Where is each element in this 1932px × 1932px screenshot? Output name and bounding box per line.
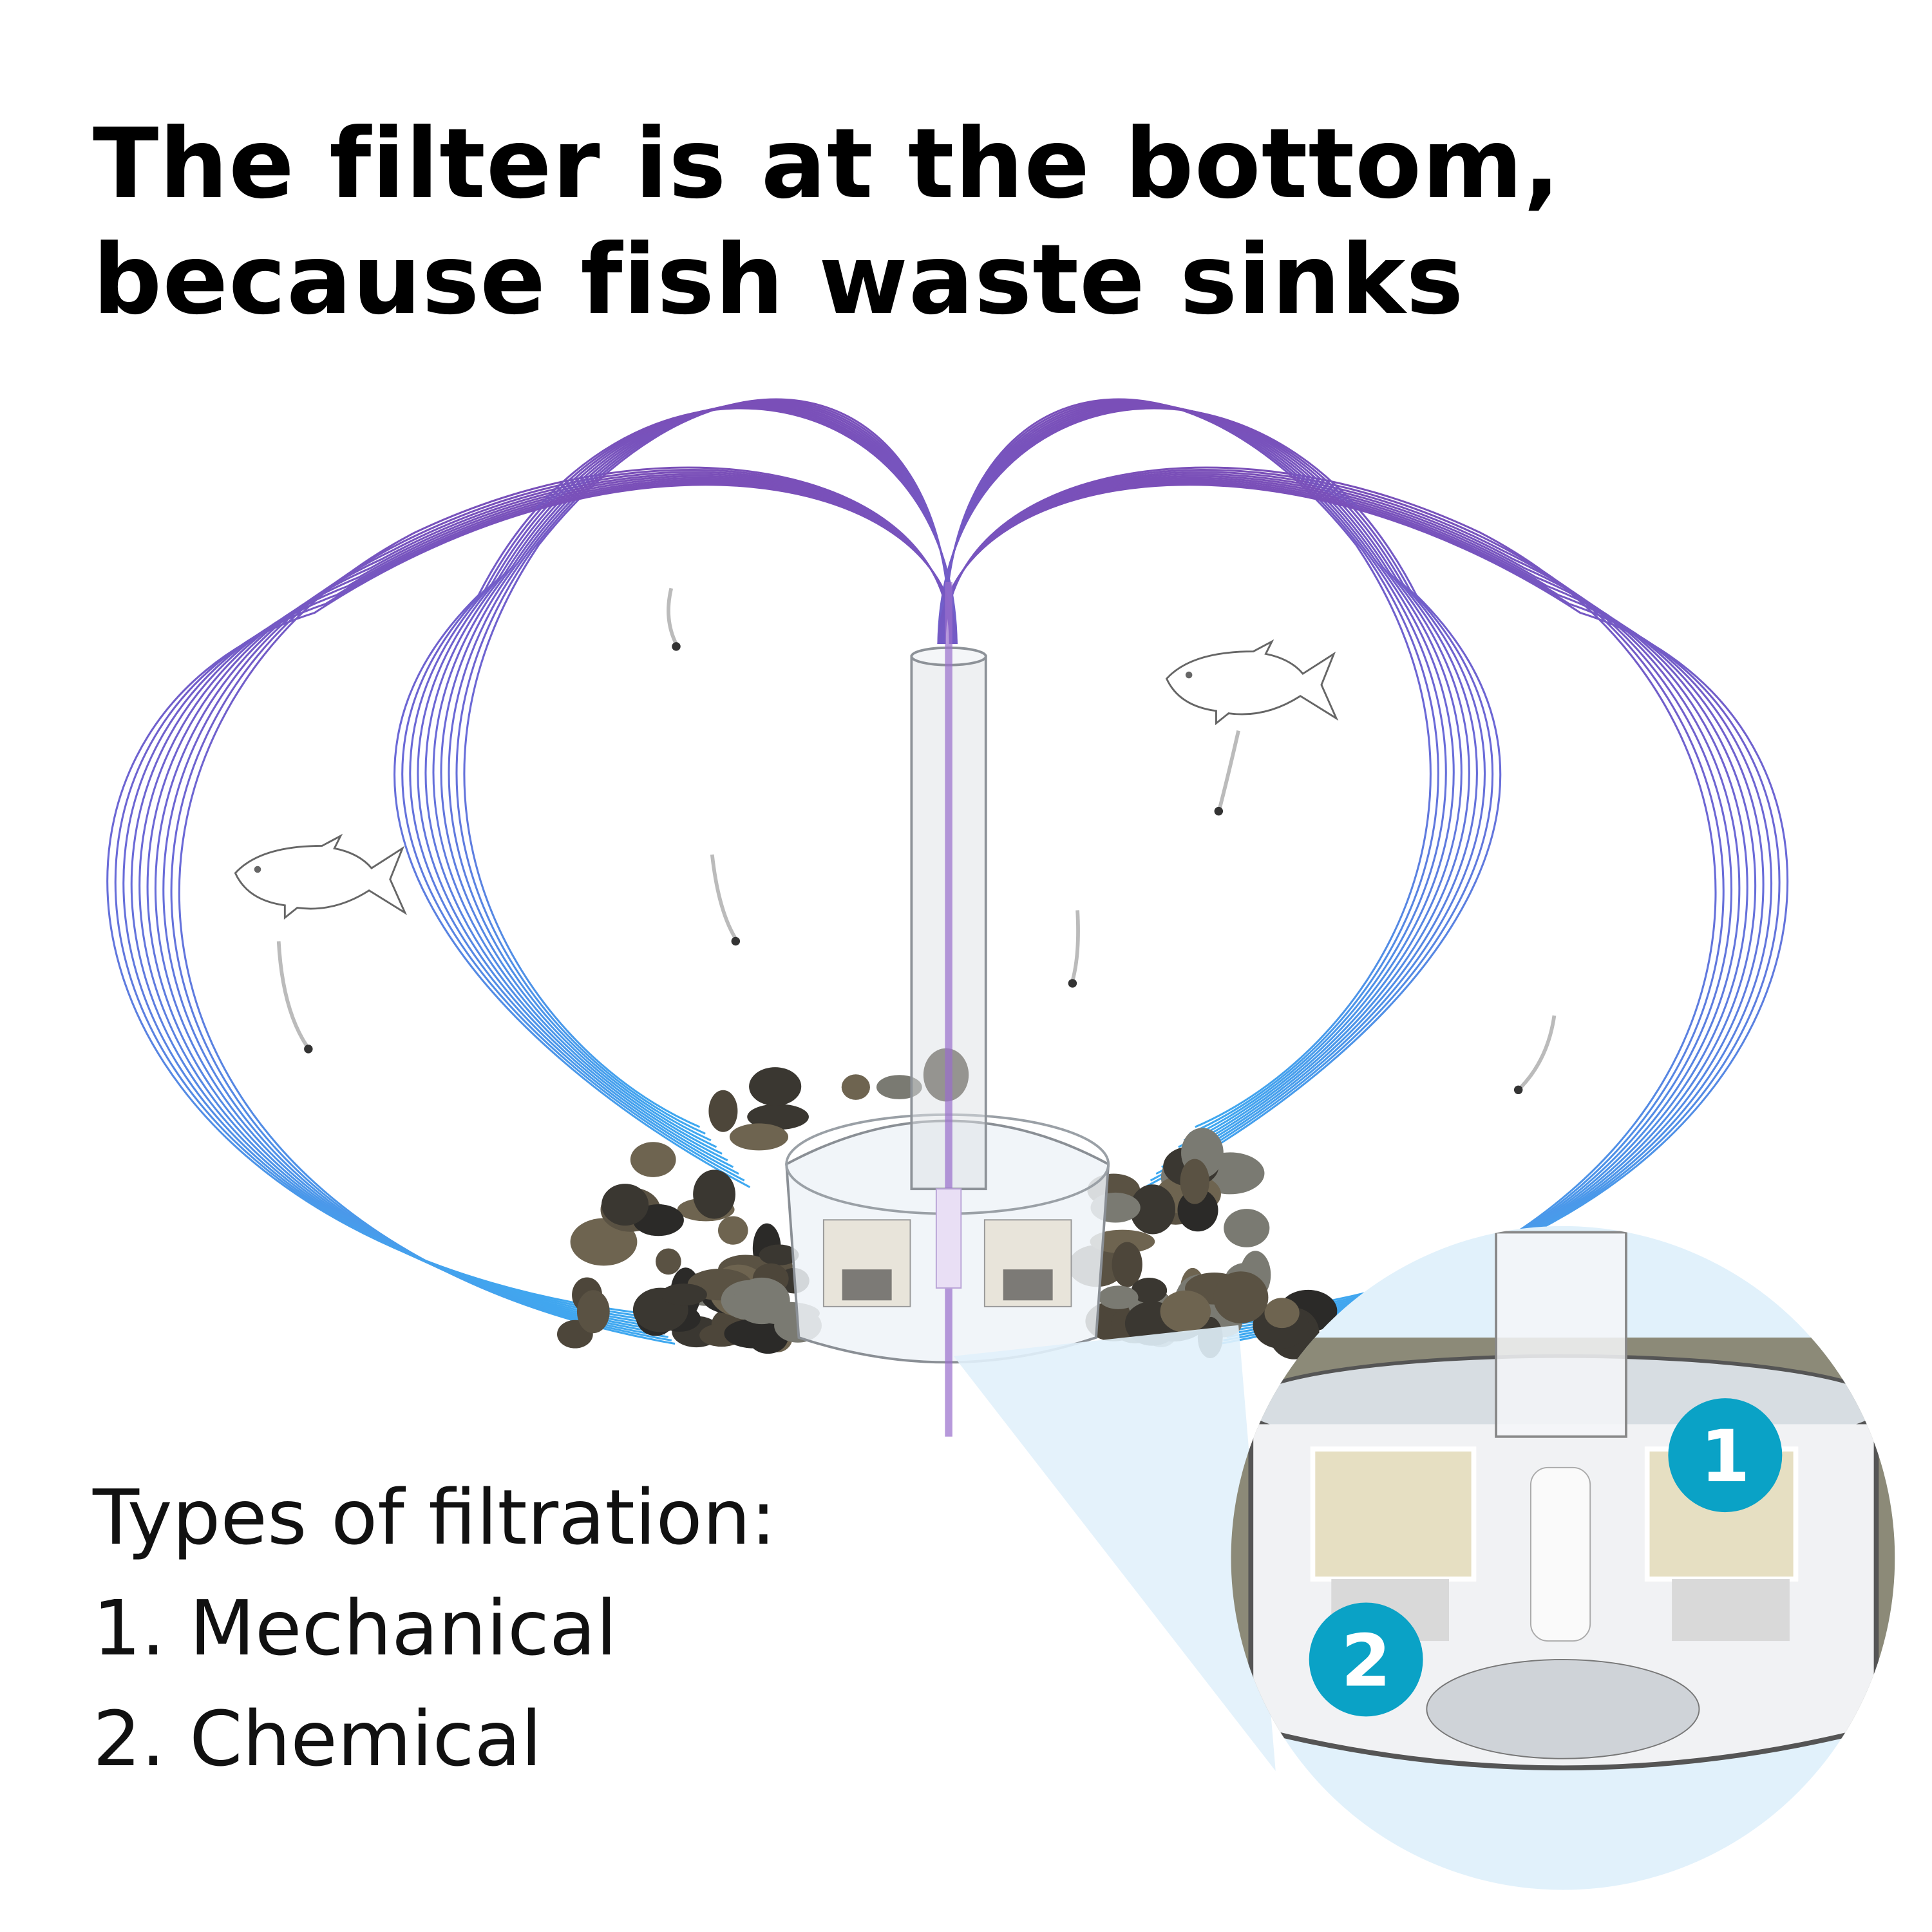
waste-particle-trail [667,587,678,645]
waste-particle-icon [1214,806,1224,816]
flow-line [455,399,952,1135]
flow-line [943,398,1432,1128]
flow-line [448,400,952,1142]
flow-line [417,404,956,1168]
flow-line [432,402,954,1155]
filtration-item-chemical: 2. Chemical [93,1694,542,1783]
rock [1180,1159,1209,1204]
flow-line [937,484,1788,1315]
badge-mechanical: 1 [1668,1398,1783,1513]
rock [630,1142,676,1177]
waste-particle-trail [710,854,737,940]
badge-label: 2 [1341,1619,1391,1703]
flow-line [942,401,1455,1148]
rock [601,1184,649,1226]
title-line-2: because fish waste sinks [93,224,1464,336]
flow-line [138,477,955,1329]
flow-line [178,466,951,1345]
rock [841,1074,870,1100]
waste-particle-trail [276,941,309,1048]
waste-particle-trail [1218,730,1240,808]
filtration-title: Types of filtration: [93,1473,777,1562]
flow-line [440,401,954,1148]
rock [729,1123,789,1151]
flow-line [939,404,1478,1168]
waste-particle-icon [1068,979,1077,988]
waste-particle-trail [1519,1015,1557,1089]
flow-line [409,405,956,1175]
waste-particle-icon [672,642,681,651]
filtration-types: Types of filtration: 1. Mechanical 2. Ch… [93,1462,776,1794]
rock [656,1248,681,1275]
waste-particles [276,587,1557,1095]
water-flow-lines [106,398,1788,1345]
filter-detail-inset: 1 2 [953,1226,1895,1890]
flow-line [940,477,1757,1329]
rock [1131,1278,1168,1303]
flow-line [942,400,1447,1142]
rock [1160,1290,1211,1333]
flow-line [940,403,1470,1162]
rock [1090,1229,1155,1254]
fish-icon [1165,639,1339,726]
flow-line [130,478,956,1325]
rock [1130,1184,1175,1235]
page-title: The filter is at the bottom, because fis… [93,106,1560,338]
flow-line [938,406,1493,1182]
fish-icon [234,833,408,920]
rock [1098,1285,1139,1309]
flow-line [401,406,957,1182]
filtration-item-mechanical: 1. Mechanical [93,1584,618,1672]
rock [660,1283,707,1306]
rock [749,1067,802,1106]
flow-line [463,398,951,1128]
flow-line [941,402,1463,1155]
flow-line [943,399,1439,1135]
flow-line [937,407,1501,1188]
rock [1213,1271,1269,1323]
rock [1112,1242,1142,1287]
rock [576,1290,610,1334]
flow-line [943,466,1717,1345]
badge-chemical: 2 [1309,1602,1423,1717]
waste-particle-icon [731,936,741,946]
rock [747,1104,809,1130]
flow-line [424,403,955,1162]
rock [734,1277,790,1325]
flow-line [393,407,958,1188]
lift-tube [910,582,987,1437]
waste-particle-icon [1513,1085,1523,1095]
rock [1224,1209,1270,1247]
waste-particle-icon [304,1045,313,1054]
rock [718,1216,748,1245]
title-line-1: The filter is at the bottom, [93,108,1561,220]
flow-line [106,484,958,1315]
badge-label: 1 [1700,1415,1750,1499]
rock [708,1090,738,1132]
rock [1264,1298,1300,1329]
flow-line [938,405,1486,1175]
waste-particle-trail [1070,910,1080,981]
rock [693,1170,735,1219]
flow-line [939,478,1765,1325]
rock [759,1244,799,1265]
